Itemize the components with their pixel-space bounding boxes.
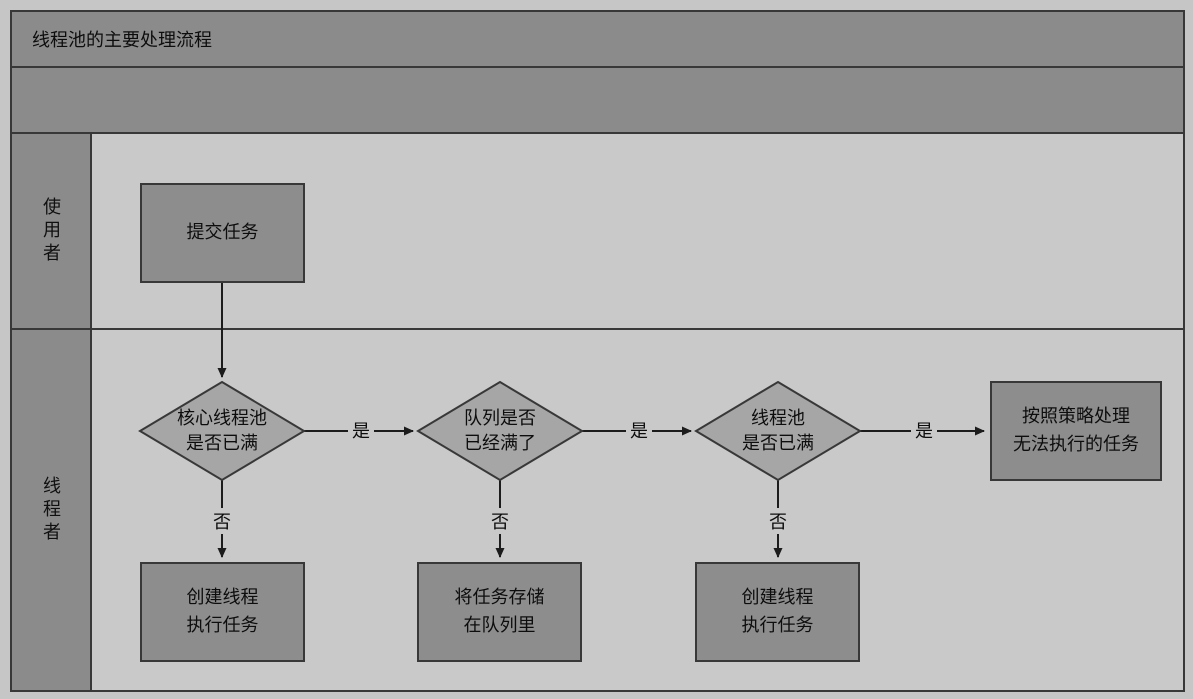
- node-queue-full-label: 队列是否 已经满了: [464, 407, 536, 453]
- node-create-thread-1: 创建线程 执行任务: [140, 562, 305, 662]
- edge-label-no-3: 否: [765, 508, 791, 534]
- edge-label-no-1: 否: [209, 508, 235, 534]
- diagram-title: 线程池的主要处理流程: [32, 30, 212, 50]
- node-policy-handle: 按照策略处理 无法执行的任务: [990, 381, 1162, 481]
- node-submit-task-label: 提交任务: [186, 222, 259, 243]
- header-empty-row: [12, 68, 1183, 134]
- node-store-in-queue: 将任务存储 在队列里: [417, 562, 582, 662]
- lane-thread-label: 线程者: [41, 475, 61, 545]
- node-create-thread-2: 创建线程 执行任务: [695, 562, 860, 662]
- node-create-thread-1-label: 创建线程 执行任务: [186, 587, 259, 635]
- node-core-pool-full-label: 核心线程池 是否已满: [177, 407, 267, 453]
- node-store-in-queue-label: 将任务存储 在队列里: [454, 587, 545, 635]
- edge-label-yes-3: 是: [911, 417, 937, 443]
- node-submit-task: 提交任务: [140, 183, 305, 283]
- node-thread-pool-full-label: 线程池 是否已满: [742, 407, 814, 453]
- lane-user-label: 使用者: [41, 196, 61, 266]
- diagram-title-bar: 线程池的主要处理流程: [12, 12, 1183, 68]
- lane-thread-label-cell: 线程者: [12, 330, 92, 690]
- edge-label-yes-2: 是: [626, 417, 652, 443]
- edge-label-yes-1: 是: [348, 417, 374, 443]
- node-create-thread-2-label: 创建线程 执行任务: [741, 587, 814, 635]
- lane-user-label-cell: 使用者: [12, 134, 92, 328]
- edge-label-no-2: 否: [487, 508, 513, 534]
- node-policy-handle-label: 按照策略处理 无法执行的任务: [1013, 406, 1139, 454]
